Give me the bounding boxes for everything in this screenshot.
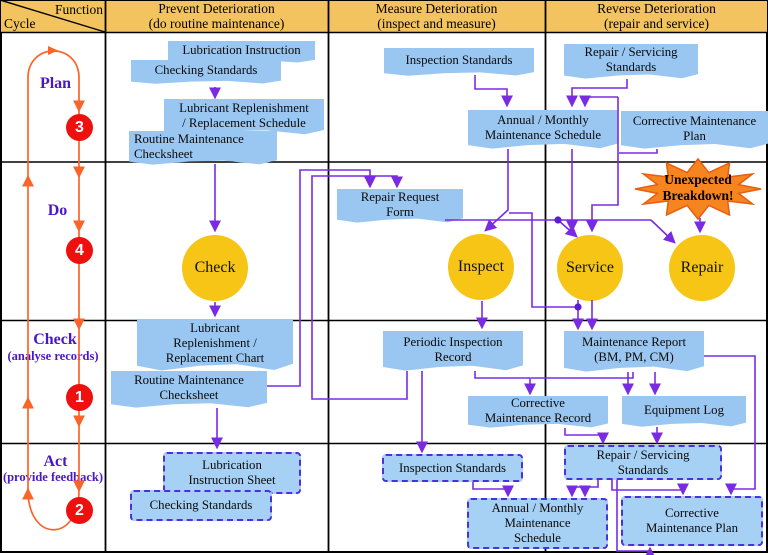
step-badge-1: 1 bbox=[66, 384, 93, 411]
cycle-label-act-sub: (provide feedback) bbox=[2, 470, 104, 484]
breakdown-burst-label: Unexpected Breakdown! bbox=[662, 172, 734, 203]
box-checking-standards: Checking Standards bbox=[131, 60, 281, 84]
column-header-prevent: Prevent Deterioration (do routine mainte… bbox=[105, 1, 328, 31]
column-subtitle: (do routine maintenance) bbox=[148, 16, 285, 31]
box-corrective-record: Corrective Maintenance Record bbox=[468, 396, 608, 428]
column-subtitle: (repair and service) bbox=[604, 16, 709, 31]
dashbox-inspection-standards: Inspection Standards bbox=[382, 454, 523, 482]
step-badge-4: 4 bbox=[66, 237, 93, 264]
dashbox-lubrication-sheet: Lubrication Instruction Sheet bbox=[163, 452, 301, 494]
box-corrective-plan: Corrective Maintenance Plan bbox=[621, 111, 768, 149]
cycle-apex-arrow bbox=[48, 46, 58, 55]
step-badge-3: 3 bbox=[66, 114, 93, 141]
box-repair-request-form: Repair Request Form bbox=[337, 189, 463, 223]
step-badge-2: 2 bbox=[66, 497, 93, 524]
box-lubricant-schedule: Lubricant Replenishment / Replacement Sc… bbox=[164, 99, 324, 135]
box-maintenance-report: Maintenance Report (BM, PM, CM) bbox=[564, 331, 704, 372]
box-equipment-log: Equipment Log bbox=[622, 396, 746, 427]
process-circle-service: Service bbox=[557, 235, 623, 301]
process-circle-check: Check bbox=[182, 235, 248, 301]
cycle-label-check: Check bbox=[33, 331, 77, 348]
box-inspection-standards: Inspection Standards bbox=[384, 48, 534, 76]
box-routine-checksheet-plan: Routine Maintenance Checksheet bbox=[129, 131, 277, 165]
box-lubricant-chart: Lubricant Replenishment / Replacement Ch… bbox=[137, 319, 293, 371]
box-routine-checksheet-check: Routine Maintenance Checksheet bbox=[111, 371, 267, 408]
column-header-measure: Measure Deterioration (inspect and measu… bbox=[328, 1, 545, 31]
junction-dot bbox=[554, 216, 562, 224]
dashbox-checking-standards: Checking Standards bbox=[130, 490, 272, 521]
dashbox-repair-servicing-standards: Repair / Servicing Standards bbox=[564, 445, 722, 480]
column-title: Reverse Deterioration bbox=[597, 1, 716, 16]
box-periodic-record: Periodic Inspection Record bbox=[383, 331, 523, 371]
cycle-label-do: Do bbox=[47, 202, 68, 219]
box-lubrication-instruction: Lubrication Instruction bbox=[168, 41, 315, 63]
process-circle-repair: Repair bbox=[669, 235, 735, 301]
process-circle-inspect: Inspect bbox=[448, 234, 514, 300]
junction-dot bbox=[574, 303, 582, 311]
column-title: Prevent Deterioration bbox=[158, 1, 275, 16]
corner-label-function: Function bbox=[54, 2, 103, 17]
box-annual-schedule: Annual / Monthly Maintenance Schedule bbox=[468, 110, 618, 149]
box-repair-servicing-standards: Repair / Servicing Standards bbox=[564, 44, 698, 79]
cycle-label-plan: Plan bbox=[39, 75, 72, 92]
cycle-label-act: Act bbox=[43, 453, 68, 470]
corner-label-cycle: Cycle bbox=[4, 16, 36, 31]
column-title: Measure Deterioration bbox=[375, 1, 498, 16]
dashbox-corrective-plan: Corrective Maintenance Plan bbox=[621, 496, 763, 546]
column-header-reverse: Reverse Deterioration (repair and servic… bbox=[545, 1, 768, 31]
column-subtitle: (inspect and measure) bbox=[377, 16, 496, 31]
cycle-label-check-sub: (analyse records) bbox=[7, 349, 99, 363]
dashbox-annual-schedule: Annual / Monthly Maintenance Schedule bbox=[467, 498, 608, 549]
